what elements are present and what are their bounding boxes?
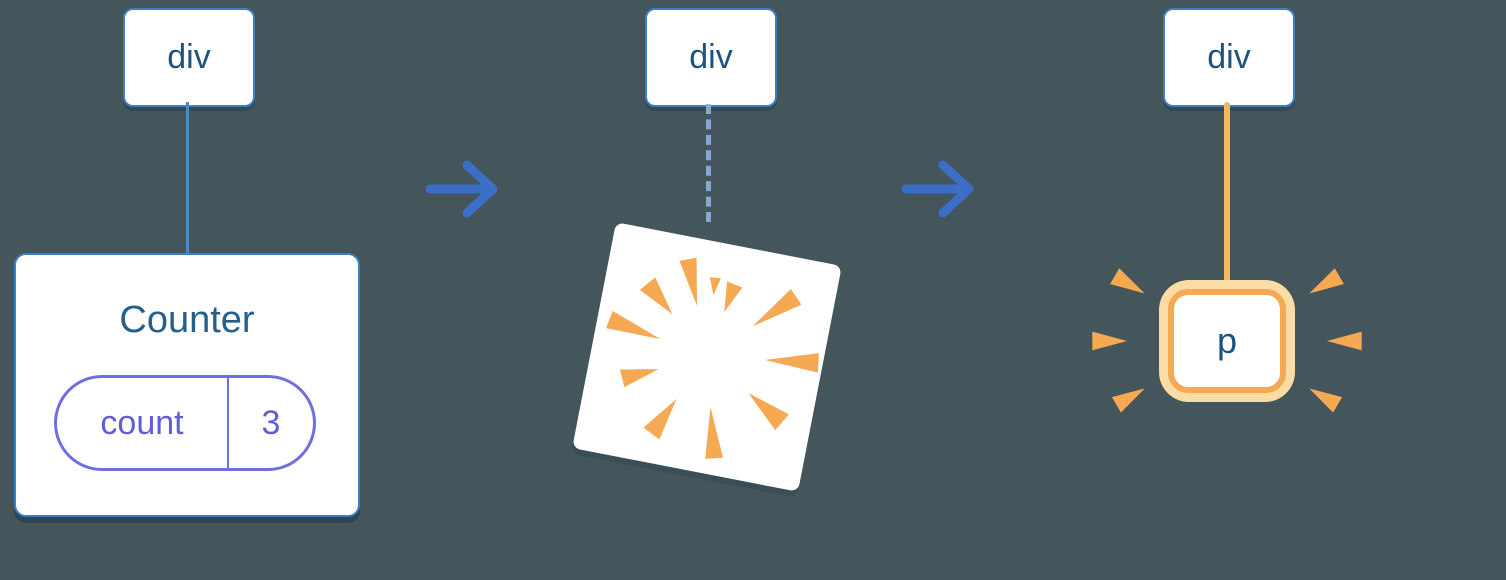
edge-div-to-counter bbox=[186, 102, 189, 254]
dom-node-div-during: div bbox=[645, 8, 777, 107]
dom-node-label: div bbox=[1207, 38, 1251, 76]
dom-node-label: div bbox=[689, 38, 733, 76]
component-name-label: Counter bbox=[119, 299, 255, 341]
poof-square bbox=[572, 222, 842, 492]
arrow-right-icon bbox=[425, 160, 498, 218]
dom-node-label: div bbox=[167, 38, 211, 76]
state-key-label: count bbox=[57, 378, 229, 468]
sparkle-rays-icon bbox=[1092, 268, 1362, 413]
state-value-label: 3 bbox=[261, 403, 281, 442]
dom-node-div-after: div bbox=[1163, 8, 1295, 107]
highlight-glow: p bbox=[1159, 280, 1295, 402]
arrow-right-icon bbox=[901, 160, 974, 218]
counter-component-card: Counter count 3 bbox=[14, 253, 360, 517]
poof-burst-icon bbox=[606, 257, 819, 459]
state-pill: count 3 bbox=[54, 375, 316, 471]
edge-dashed-detached bbox=[706, 104, 711, 222]
dom-node-div-before: div bbox=[123, 8, 255, 107]
dom-node-p: p bbox=[1168, 289, 1286, 393]
dom-node-label: p bbox=[1216, 320, 1238, 361]
edge-div-to-p bbox=[1224, 102, 1230, 288]
